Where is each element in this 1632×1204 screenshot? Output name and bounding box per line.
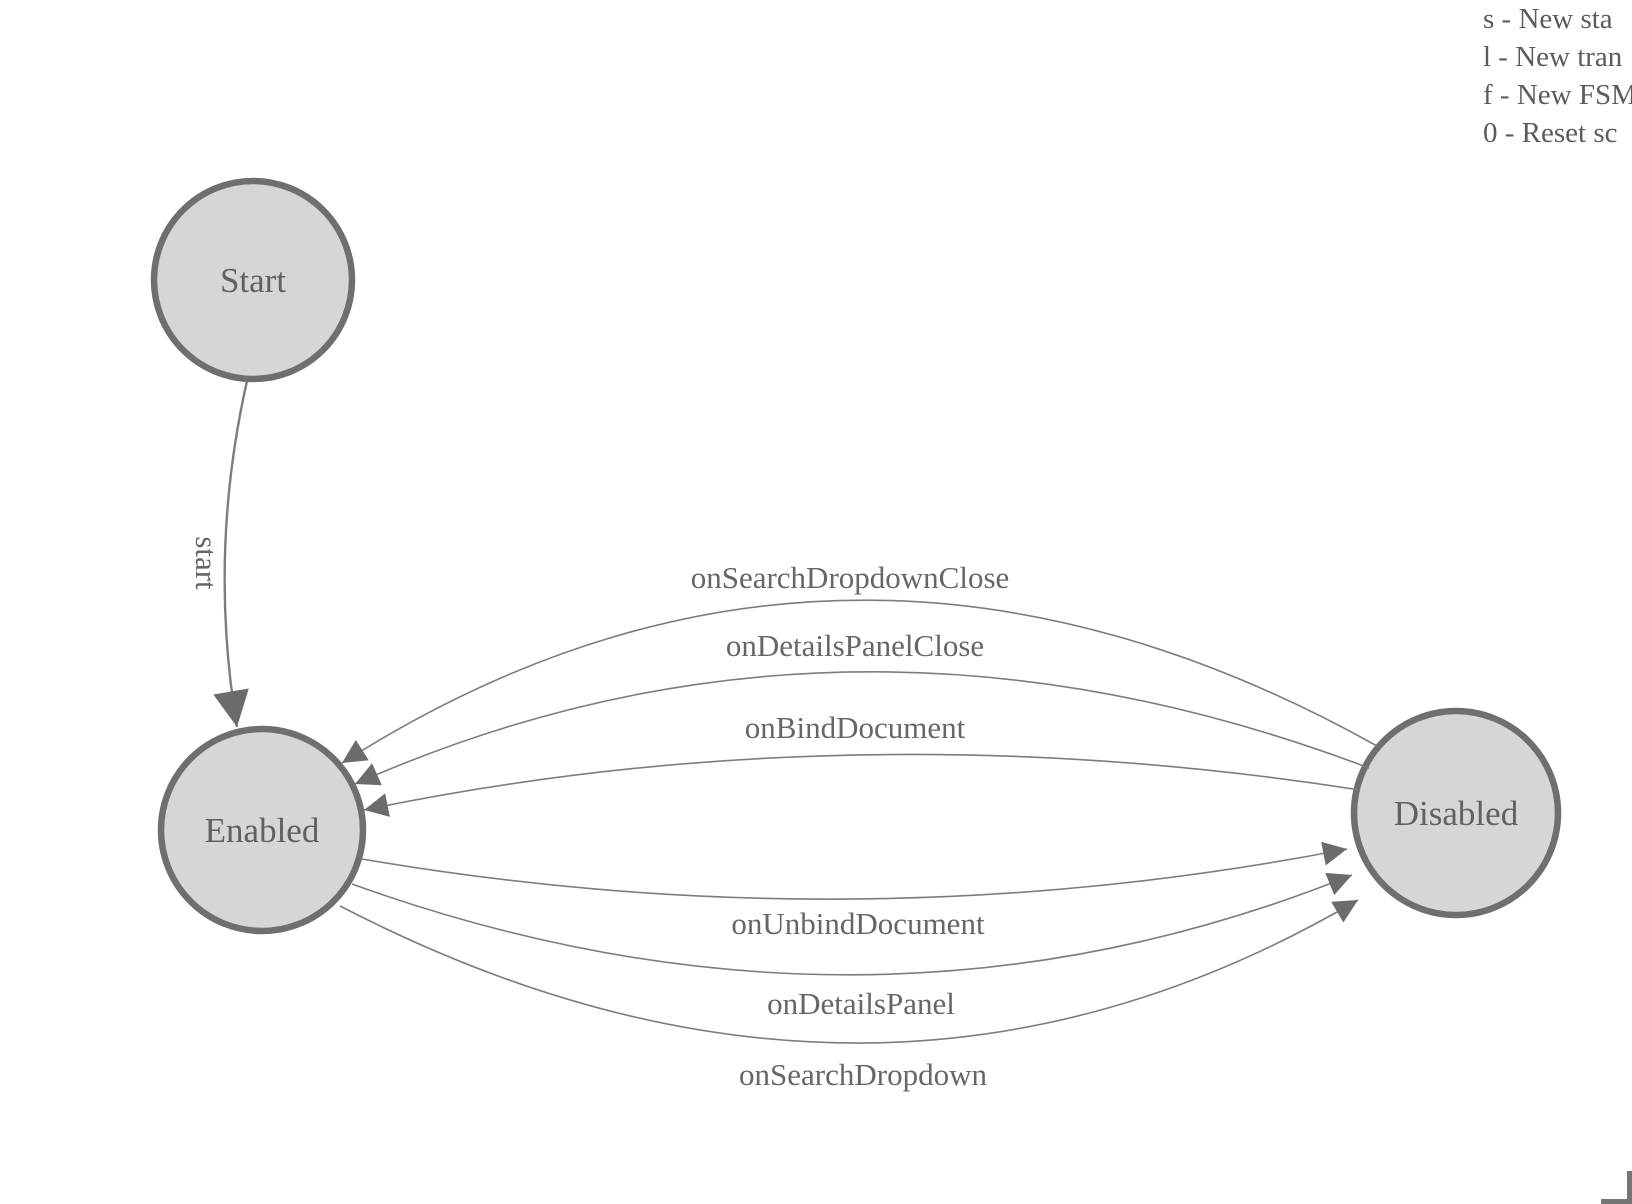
- edge-label-ondetailspanelclose: onDetailsPanelClose: [726, 628, 984, 663]
- legend-line: f - New FSM: [1483, 79, 1632, 111]
- canvas-corner-shape: [1601, 1171, 1632, 1204]
- shortcut-legend: s - New sta l - New tran f - New FSM 0 -…: [1483, 0, 1632, 152]
- state-label-disabled: Disabled: [1394, 794, 1519, 833]
- edge-onbinddocument[interactable]: [363, 753, 1361, 817]
- transition-edges: [213, 380, 1378, 1044]
- edge-label-onbinddocument: onBindDocument: [745, 710, 966, 745]
- state-start[interactable]: [150, 177, 356, 383]
- legend-line: 0 - Reset sc: [1483, 117, 1618, 149]
- edge-label-ondetailspanel: onDetailsPanel: [767, 986, 955, 1021]
- legend-line: l - New tran: [1483, 41, 1623, 73]
- edge-label-onsearchdropdownclose: onSearchDropdownClose: [691, 560, 1010, 595]
- state-labels: Start Enabled Disabled: [205, 261, 1519, 850]
- legend-line: s - New sta: [1483, 3, 1613, 35]
- edge-label-start: start: [189, 536, 224, 590]
- edge-label-onunbinddocument: onUnbindDocument: [731, 906, 985, 941]
- edge-start[interactable]: [213, 380, 249, 728]
- state-label-enabled: Enabled: [205, 811, 320, 850]
- state-enabled[interactable]: [157, 725, 367, 935]
- state-nodes: [150, 177, 1562, 935]
- edge-onsearchdropdown[interactable]: [339, 899, 1359, 1044]
- state-disabled[interactable]: [1350, 707, 1562, 919]
- edge-ondetailspanelclose[interactable]: [354, 671, 1370, 786]
- edge-ondetailspanel[interactable]: [351, 872, 1353, 976]
- edge-labels: start onSearchDropdownClose onDetailsPan…: [189, 536, 1009, 1092]
- edge-onunbinddocument[interactable]: [361, 841, 1348, 900]
- state-label-start: Start: [220, 261, 286, 300]
- edge-label-onsearchdropdown: onSearchDropdown: [739, 1057, 987, 1092]
- edge-onsearchdropdownclose[interactable]: [341, 599, 1378, 764]
